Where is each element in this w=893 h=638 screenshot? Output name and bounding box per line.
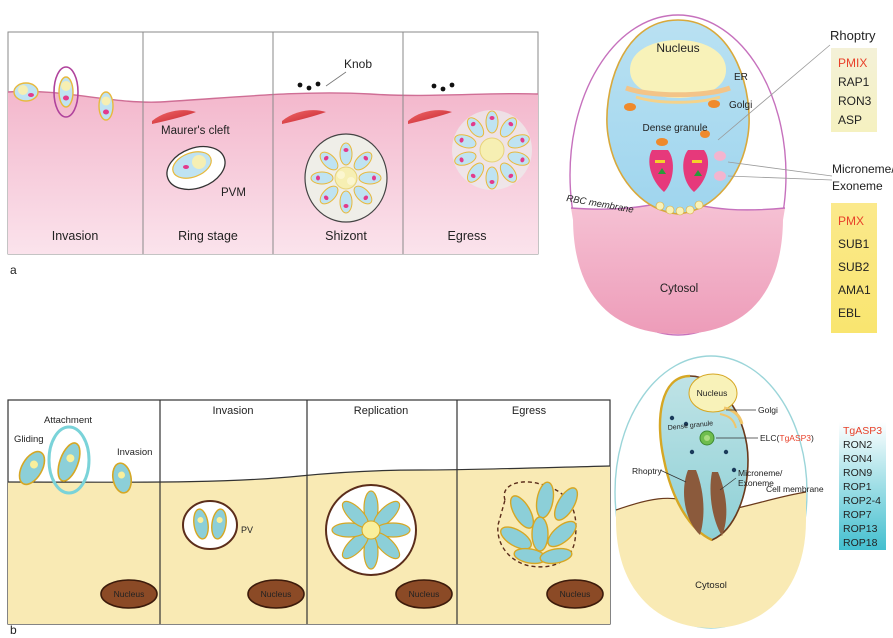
label-gliding: Gliding (14, 434, 44, 445)
label-invasion-small: Invasion (117, 447, 152, 458)
stage-b-egress: Egress (512, 405, 547, 417)
detail-a-cytosol: Cytosol (660, 283, 698, 295)
detail-b-golgi: Golgi (758, 405, 778, 415)
tg-protein-4: RON9 (843, 467, 872, 479)
label-pv: PV (241, 525, 253, 535)
stage-a-invasion: Invasion (52, 229, 99, 243)
stage-b-replication: Replication (354, 405, 408, 417)
microneme-title-2: Exoneme (832, 179, 883, 193)
detail-b-microneme-1: Microneme/ (738, 468, 783, 478)
tg-protein-7: ROP7 (843, 509, 872, 521)
tg-protein-9: ROP18 (843, 537, 878, 549)
microneme-protein-2: SUB1 (838, 237, 870, 251)
elc-name: TgASP3 (779, 433, 811, 443)
host-nucleus-label-2: Nucleus (261, 589, 292, 599)
stage-a-schizont: Shizont (325, 229, 367, 243)
tg-protein-8: ROP13 (843, 523, 878, 535)
host-nucleus-label-3: Nucleus (409, 589, 440, 599)
stage-b-invasion: Invasion (213, 405, 254, 417)
detail-b-elc-label: ELC(TgASP3) (760, 433, 814, 443)
tg-protein-1: TgASP3 (843, 425, 882, 437)
detail-b-rhoptry: Rhoptry (632, 466, 663, 476)
microneme-protein-3: SUB2 (838, 260, 870, 274)
rhoptry-title: Rhoptry (830, 28, 876, 43)
schizont-merozoites (311, 143, 381, 213)
microneme-title-1: Microneme/ (832, 162, 893, 176)
microneme-protein-4: AMA1 (838, 283, 871, 297)
detail-a-er: ER (734, 72, 748, 83)
host-nucleus-label-1: Nucleus (114, 589, 145, 599)
label-knob: Knob (344, 57, 372, 71)
detail-b-cell-membrane: Cell membrane (766, 484, 824, 494)
label-attachment: Attachment (44, 415, 92, 426)
panel-letter-b: b (10, 623, 17, 637)
tg-protein-3: RON4 (843, 453, 872, 465)
detail-b-cytosol: Cytosol (695, 580, 727, 591)
rhoptry-protein-3: RON3 (838, 94, 872, 108)
microneme-protein-1: PMX (838, 214, 864, 228)
microneme-protein-5: EBL (838, 306, 861, 320)
detail-a-nucleus: Nucleus (656, 41, 699, 55)
stage-a-egress: Egress (448, 229, 487, 243)
rhoptry-protein-4: ASP (838, 113, 862, 127)
host-nucleus-label-4: Nucleus (560, 589, 591, 599)
detail-a-golgi: Golgi (729, 100, 752, 111)
panel-letter-a: a (10, 263, 17, 277)
elc-suffix: ) (811, 433, 814, 443)
tg-protein-6: ROP2-4 (843, 495, 881, 507)
rhoptry-protein-2: RAP1 (838, 75, 870, 89)
tg-protein-2: RON2 (843, 439, 872, 451)
detail-a-dense-granule: Dense granule (642, 123, 707, 134)
replication-rosette (326, 485, 416, 575)
detail-b-nucleus: Nucleus (697, 388, 728, 398)
label-maurers-cleft: Maurer's cleft (161, 125, 230, 137)
merozoite-detail (570, 15, 832, 335)
elc-prefix: ELC( (760, 433, 780, 443)
tg-protein-5: ROP1 (843, 481, 872, 493)
pv-vacuole (183, 501, 237, 549)
stage-a-ring: Ring stage (178, 229, 238, 243)
rhoptry-protein-1: PMIX (838, 56, 867, 70)
label-pvm: PVM (221, 187, 246, 199)
